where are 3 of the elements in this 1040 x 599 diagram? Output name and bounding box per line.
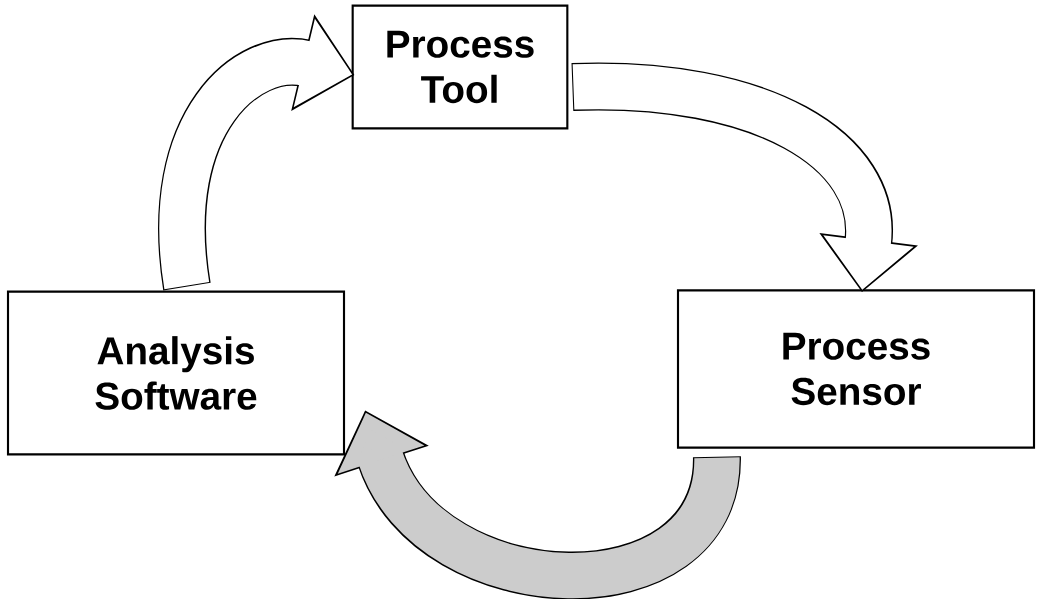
process-box: Analysis Software — [6, 290, 346, 456]
process-box: Process Sensor — [676, 289, 1036, 449]
process-box: Process Tool — [351, 4, 569, 130]
